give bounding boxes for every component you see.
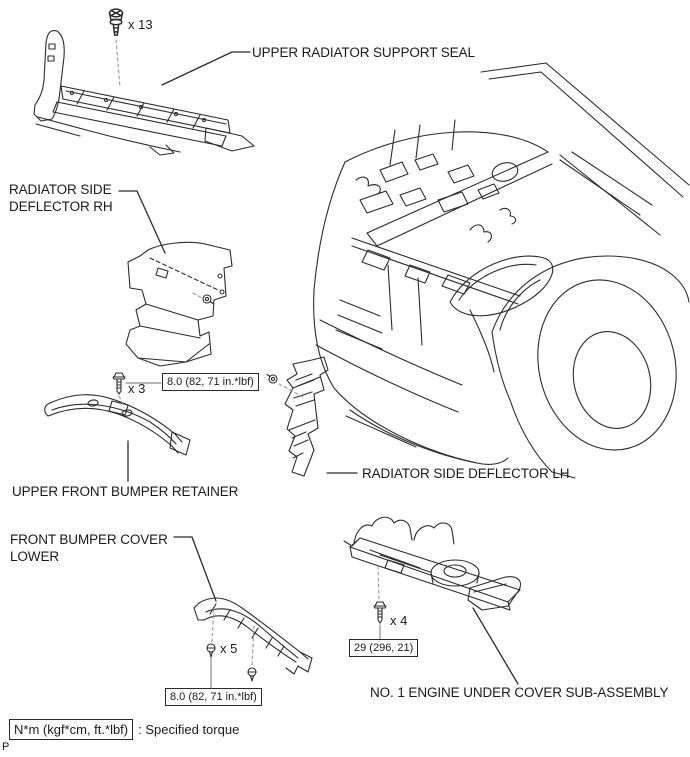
dashed-line-screw1-to-cover bbox=[211, 605, 215, 643]
upper-radiator-support-seal-drawing bbox=[33, 30, 255, 156]
dashed-line-screw-to-deflector-lh bbox=[278, 383, 304, 398]
dashed-line-bolt-to-under-cover bbox=[377, 565, 380, 601]
label-radiator-side-deflector-lh: RADIATOR SIDE DEFLECTOR LH bbox=[362, 466, 570, 481]
seal-fastener-count: x 13 bbox=[128, 17, 153, 32]
dashed-line-bolt-to-retainer bbox=[118, 395, 125, 408]
screw-icon bbox=[202, 294, 214, 305]
cover-lower-fastener-count: x 5 bbox=[220, 641, 238, 656]
leader-seal-label bbox=[161, 51, 251, 86]
leader-deflector-rh-label bbox=[118, 190, 166, 254]
push-clip-icon bbox=[108, 8, 124, 36]
bolt-icon bbox=[373, 601, 387, 624]
torque-legend-description: : Specified torque bbox=[138, 722, 240, 737]
screw-icon bbox=[266, 373, 278, 384]
upper-front-bumper-retainer-drawing bbox=[44, 394, 191, 456]
bolt-icon bbox=[112, 372, 126, 395]
label-radiator-side-deflector-rh: RADIATOR SIDE DEFLECTOR RH bbox=[9, 182, 113, 214]
radiator-side-deflector-rh-drawing bbox=[125, 241, 233, 367]
torque-unit-box: N*m (kgf*cm, ft.*lbf) bbox=[9, 719, 134, 740]
vehicle-front-illustration bbox=[313, 62, 690, 479]
radiator-side-deflector-lh-drawing bbox=[284, 356, 329, 477]
label-engine-under-cover: NO. 1 ENGINE UNDER COVER SUB-ASSEMBLY bbox=[370, 685, 669, 700]
push-screw-icon bbox=[206, 643, 216, 658]
leader-cover-lower-label bbox=[173, 536, 217, 602]
torque-legend: N*m (kgf*cm, ft.*lbf) : Specified torque bbox=[9, 719, 239, 740]
leader-under-cover-label bbox=[472, 607, 519, 685]
page-footer-mark: P bbox=[2, 741, 10, 753]
retainer-fastener-count: x 3 bbox=[128, 381, 146, 396]
torque-spec-box-under-cover: 29 (296, 21) bbox=[349, 639, 419, 657]
dashed-line-screw-to-deflector-rh bbox=[192, 292, 203, 299]
label-front-bumper-cover-lower: FRONT BUMPER COVER LOWER bbox=[10, 532, 168, 564]
push-screw-icon bbox=[247, 667, 257, 682]
engine-under-cover-drawing bbox=[343, 516, 521, 611]
front-bumper-cover-lower-drawing bbox=[193, 597, 313, 675]
label-upper-radiator-support-seal: UPPER RADIATOR SUPPORT SEAL bbox=[252, 45, 475, 60]
label-upper-front-bumper-retainer: UPPER FRONT BUMPER RETAINER bbox=[12, 484, 239, 499]
dashed-line-clip-to-seal bbox=[115, 39, 121, 88]
torque-spec-box-retainer: 8.0 (82, 71 in.*lbf) bbox=[162, 373, 259, 391]
dashed-line-screw2-to-cover bbox=[251, 625, 255, 667]
torque-spec-box-cover-lower: 8.0 (82, 71 in.*lbf) bbox=[165, 688, 262, 706]
under-cover-fastener-count: x 4 bbox=[390, 613, 408, 628]
